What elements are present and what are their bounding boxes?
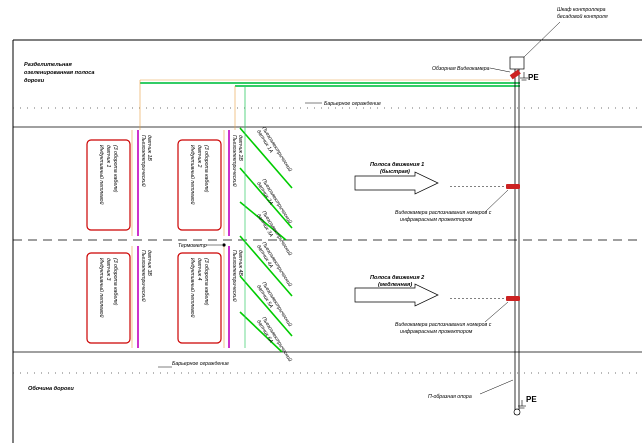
separation-strip-line1: Разделительная <box>24 62 73 68</box>
svg-text:(3 оборота кабеля): (3 оборота кабеля) <box>203 145 209 193</box>
svg-text:Пьезоэлектрический: Пьезоэлектрический <box>260 125 293 173</box>
separation-strip-line3: дороги <box>24 78 45 84</box>
svg-text:датчик 1: датчик 1 <box>105 145 111 168</box>
svg-text:Индуктивный петлевой: Индуктивный петлевой <box>189 258 196 318</box>
svg-text:Индуктивный петлевой: Индуктивный петлевой <box>98 258 105 318</box>
svg-text:датчик 4В: датчик 4В <box>237 250 243 276</box>
lane1-title-line2: (быстрая) <box>380 168 410 175</box>
lane2-title-line1: Полоса движения 2 <box>370 275 425 281</box>
controller-cabinet-box <box>509 56 525 70</box>
barrier-top-label: Барьерное ограждение <box>324 101 381 107</box>
cabinet-label-line2: бесадовой контроля <box>557 13 608 20</box>
u-support-leader <box>479 379 514 395</box>
lane2-title-line2: (медленная) <box>378 282 412 288</box>
lane1-camera-label-line1: Видеокамера распознавания номеров с <box>395 210 492 216</box>
thermometer-label: Термометр <box>178 243 207 249</box>
svg-text:(3 оборота кабеля): (3 оборота кабеля) <box>112 258 118 306</box>
loop-detector-4 <box>177 252 222 344</box>
lane2-camera-icon <box>506 296 520 301</box>
loop-4-label: Индуктивный петлевой датчик 4 (3 оборота… <box>189 258 209 318</box>
svg-text:Пьезоэлектрический: Пьезоэлектрический <box>140 250 147 302</box>
lane2-camera-leader <box>484 301 509 323</box>
lane2-camera-label-line2: инфракрасным прожектором <box>400 329 473 335</box>
roadside-label: Обочина дороги <box>28 385 74 392</box>
separation-strip-line2: озеленированная полоса <box>24 70 95 76</box>
cabinet-label-line1: Шкаф контроллера <box>557 7 606 13</box>
loop-detector-3 <box>86 252 131 344</box>
pe-bottom-symbol <box>518 400 526 409</box>
svg-text:датчик 3: датчик 3 <box>105 258 111 281</box>
cabinet-leader <box>523 21 561 58</box>
pe-top-symbol <box>520 72 528 81</box>
overview-camera-leader <box>489 67 511 73</box>
piezo-b-label: Пьезоэлектрический датчик 2В <box>231 135 243 187</box>
lane1-direction-arrow <box>354 171 439 195</box>
svg-text:Индуктивный петлевой: Индуктивный петлевой <box>189 145 196 205</box>
lane2-direction-arrow <box>354 283 439 307</box>
u-support-label: П-образная опора <box>428 394 472 400</box>
loop-2-label: Индуктивный петлевой датчик 2 (3 оборота… <box>189 145 209 205</box>
svg-text:датчик 3В: датчик 3В <box>146 250 152 276</box>
pe-top-label: PE <box>528 73 539 82</box>
lane1-camera-label-line2: инфракрасным прожектором <box>400 217 473 223</box>
svg-text:Пьезоэлектрический: Пьезоэлектрический <box>231 135 238 187</box>
svg-text:Индуктивный петлевой: Индуктивный петлевой <box>98 145 105 205</box>
loop-detector-2 <box>177 139 222 231</box>
svg-text:(3 оборота кабеля): (3 оборота кабеля) <box>112 145 118 193</box>
lane2-camera-label-line1: Видеокамера распознавания номеров с <box>395 322 492 328</box>
piezo-feeders <box>131 130 225 348</box>
svg-text:(3 оборота кабеля): (3 оборота кабеля) <box>203 258 209 306</box>
lane1-camera-icon <box>506 184 520 189</box>
piezo-d-label: Пьезоэлектрический датчик 4В <box>231 250 243 302</box>
piezo-c-label: Пьезоэлектрический датчик 3В <box>140 250 152 302</box>
loop-detector-1 <box>86 139 131 231</box>
lane1-title-line1: Полоса движения 1 <box>370 162 424 168</box>
svg-text:датчик 2: датчик 2 <box>196 145 202 168</box>
svg-text:датчик 4: датчик 4 <box>196 258 202 281</box>
svg-text:Пьезоэлектрический: Пьезоэлектрический <box>231 250 238 302</box>
piezo-vertical-strips <box>137 130 230 348</box>
overview-camera-label: Обзорная Видеокамера <box>432 66 490 72</box>
cable-bundle <box>139 79 520 130</box>
svg-text:Пьезоэлектрический: Пьезоэлектрический <box>140 135 147 187</box>
lane1-camera-leader <box>484 189 509 213</box>
overview-camera-icon <box>509 69 521 80</box>
pe-bottom-label: PE <box>526 395 537 404</box>
piezo-a-label: Пьезоэлектрический датчик 1В <box>140 135 152 187</box>
loop-3-label: Индуктивный петлевой датчик 3 (3 оборота… <box>98 258 118 318</box>
svg-text:датчик 1В: датчик 1В <box>146 135 152 161</box>
loop-1-label: Индуктивный петлевой датчик 1 (3 оборота… <box>98 145 118 205</box>
pole-base <box>513 408 521 416</box>
thermometer-icon <box>222 243 226 247</box>
svg-text:датчик 2В: датчик 2В <box>237 135 243 161</box>
barrier-bottom-label: Барьерное ограждение <box>172 361 229 367</box>
piezo-diagonal-sensors <box>239 127 293 353</box>
